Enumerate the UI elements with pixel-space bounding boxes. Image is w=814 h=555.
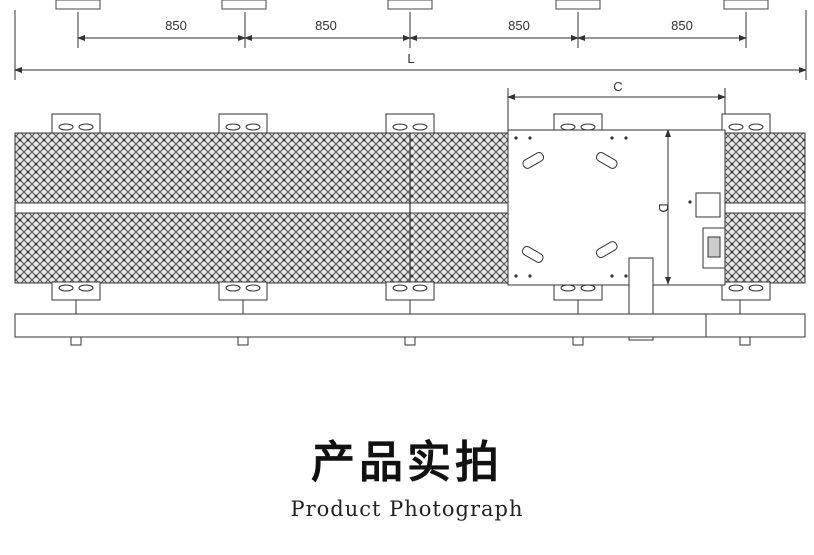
overall-length-dimension bbox=[14, 10, 807, 80]
base-frame bbox=[14, 300, 806, 338]
lower-brackets bbox=[51, 281, 771, 301]
dim-span-3: 850 bbox=[508, 18, 530, 33]
foot bbox=[404, 336, 416, 346]
bracket bbox=[385, 281, 435, 301]
foot bbox=[572, 336, 584, 346]
conveyor-technical-drawing: 850 850 850 850 L C bbox=[14, 0, 807, 346]
bracket bbox=[51, 281, 101, 301]
bracket bbox=[218, 113, 268, 135]
support-block bbox=[221, 0, 267, 10]
foot bbox=[237, 336, 249, 346]
support-block bbox=[555, 0, 601, 10]
cart-slots bbox=[521, 152, 618, 263]
bracket bbox=[721, 281, 771, 301]
cart-width-dimension bbox=[507, 88, 726, 130]
section-title: 产品实拍 Product Photograph bbox=[0, 435, 814, 521]
bracket bbox=[553, 281, 603, 301]
section-title-chinese: 产品实拍 bbox=[311, 437, 503, 488]
foot bbox=[70, 336, 82, 346]
cart-side-box bbox=[695, 192, 721, 218]
cart-plate bbox=[507, 129, 726, 341]
dim-length-label: L bbox=[407, 51, 414, 66]
bracket bbox=[721, 113, 771, 135]
top-supports bbox=[55, 0, 769, 10]
support-block bbox=[55, 0, 101, 10]
section-title-english: Product Photograph bbox=[290, 497, 524, 521]
upper-brackets bbox=[51, 113, 771, 135]
dim-span-1: 850 bbox=[165, 18, 187, 33]
bracket bbox=[51, 113, 101, 135]
bracket bbox=[218, 281, 268, 301]
dim-cart-height-label: D bbox=[656, 203, 671, 212]
cart-bolts bbox=[514, 136, 692, 278]
foot bbox=[739, 336, 751, 346]
span-dimensions bbox=[77, 12, 747, 48]
frame-feet bbox=[70, 336, 751, 346]
support-block bbox=[723, 0, 769, 10]
dim-span-4: 850 bbox=[671, 18, 693, 33]
dim-span-2: 850 bbox=[315, 18, 337, 33]
dim-cart-width-label: C bbox=[613, 79, 622, 94]
bracket bbox=[385, 113, 435, 135]
support-block bbox=[387, 0, 433, 10]
